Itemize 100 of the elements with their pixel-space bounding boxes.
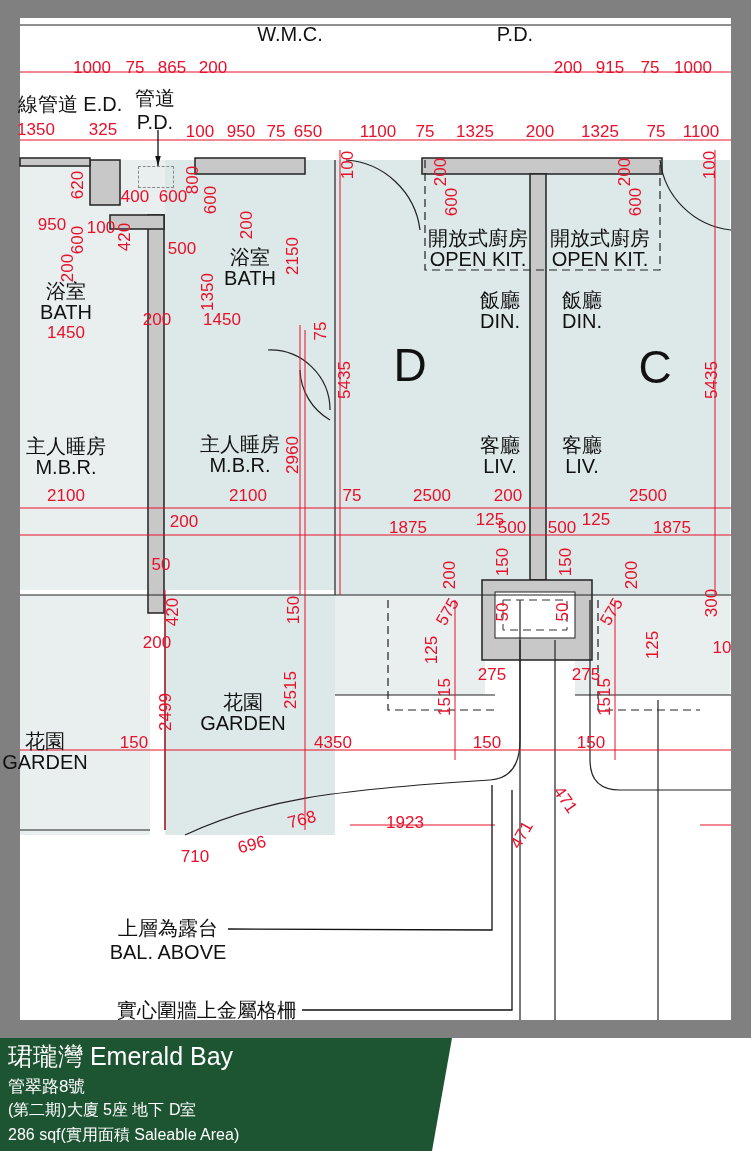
dimension-text: 200 bbox=[493, 487, 523, 505]
dimension-text: 325 bbox=[88, 121, 118, 139]
dimension-text: 300 bbox=[703, 588, 721, 618]
dimension-text: 600 bbox=[202, 185, 220, 215]
dimension-text: 200 bbox=[432, 157, 450, 187]
dimension-text: 696 bbox=[236, 832, 268, 858]
dimension-text: 620 bbox=[69, 170, 87, 200]
dimension-text: 75 bbox=[646, 123, 666, 141]
dimension-text: 100 bbox=[185, 123, 215, 141]
dimension-text: 471 bbox=[549, 783, 581, 817]
dimension-text: 275 bbox=[477, 666, 507, 684]
dimension-text: 200 bbox=[616, 157, 634, 187]
dimension-text: 471 bbox=[507, 818, 537, 852]
dimension-text: 1100 bbox=[682, 123, 720, 141]
dimension-text: 2100 bbox=[47, 487, 85, 505]
dimension-text: 100 bbox=[701, 150, 719, 180]
dimension-text: 50 bbox=[554, 602, 572, 622]
leader-text: 上層為露台 BAL. ABOVE bbox=[108, 916, 228, 966]
dimension-text: 1875 bbox=[389, 519, 427, 537]
dimension-text: 710 bbox=[180, 848, 210, 866]
room-label: 飯廳 DIN. bbox=[479, 290, 521, 332]
dimension-text: 1350 bbox=[17, 121, 55, 139]
dimension-text: 600 bbox=[443, 187, 461, 217]
room-label: 開放式廚房 OPEN KIT. bbox=[427, 228, 529, 270]
dimension-text: 10 bbox=[712, 639, 732, 657]
room-label: P.D. bbox=[496, 23, 534, 45]
dimension-text: 500 bbox=[547, 519, 577, 537]
room-label: 主人睡房 M.B.R. bbox=[25, 436, 107, 478]
leader-line bbox=[227, 784, 493, 931]
dimension-text: 150 bbox=[494, 547, 512, 577]
dimension-text: 200 bbox=[623, 560, 641, 590]
room-label: 浴室 BATH bbox=[39, 281, 93, 323]
dimension-text: 75 bbox=[125, 59, 145, 77]
dimension-text: 200 bbox=[525, 123, 555, 141]
dimension-text: 1325 bbox=[456, 123, 494, 141]
leader-line bbox=[301, 789, 513, 1011]
dimension-text: 75 bbox=[415, 123, 435, 141]
dimension-text: 500 bbox=[167, 240, 197, 258]
dimension-text: 950 bbox=[37, 216, 67, 234]
room-label: 線管道 E.D. bbox=[17, 93, 123, 115]
dimension-text: 575 bbox=[597, 595, 627, 629]
dimension-text: 200 bbox=[169, 513, 199, 531]
dimension-text: 150 bbox=[472, 734, 502, 752]
pipe-duct bbox=[138, 166, 174, 188]
unit-letter: C bbox=[638, 342, 672, 392]
dimension-text: 5435 bbox=[336, 361, 354, 399]
dimension-text: 2150 bbox=[284, 237, 302, 275]
dimension-text: 150 bbox=[285, 595, 303, 625]
dimension-text: 1450 bbox=[47, 324, 85, 342]
dimension-text: 1325 bbox=[581, 123, 619, 141]
room-label: 客廳 LIV. bbox=[561, 435, 603, 477]
address-text: 管翠路8號 bbox=[8, 1076, 86, 1098]
dimension-text: 75 bbox=[640, 59, 660, 77]
dimension-text: 125 bbox=[423, 635, 441, 665]
dimension-text: 768 bbox=[286, 807, 318, 833]
dimension-text: 575 bbox=[433, 595, 463, 629]
dimension-text: 5435 bbox=[703, 361, 721, 399]
room-label: 主人睡房 M.B.R. bbox=[199, 434, 281, 476]
dimension-text: 600 bbox=[627, 187, 645, 217]
room-label: 飯廳 DIN. bbox=[561, 290, 603, 332]
duct-label: 管道 P.D. bbox=[125, 86, 185, 130]
dimension-text: 950 bbox=[226, 123, 256, 141]
room-label: 開放式廚房 OPEN KIT. bbox=[549, 228, 651, 270]
dimension-text: 125 bbox=[644, 630, 662, 660]
dimension-text: 200 bbox=[198, 59, 228, 77]
dimension-text: 420 bbox=[116, 222, 134, 252]
dimension-text: 100 bbox=[339, 150, 357, 180]
dimension-text: 1450 bbox=[203, 311, 241, 329]
dimension-text: 200 bbox=[441, 560, 459, 590]
dimension-text: 865 bbox=[157, 59, 187, 77]
dimension-text: 2500 bbox=[629, 487, 667, 505]
dimension-text: 2500 bbox=[413, 487, 451, 505]
dimension-text: 4350 bbox=[314, 734, 352, 752]
dimension-text: 2515 bbox=[282, 671, 300, 709]
dimension-text: 1100 bbox=[359, 123, 397, 141]
unit-letter: D bbox=[393, 340, 427, 390]
dimension-text: 50 bbox=[494, 602, 512, 622]
title: 珺瓏灣 Emerald Bay bbox=[8, 1041, 234, 1072]
dimension-text: 75 bbox=[266, 123, 286, 141]
dimension-text: 100 bbox=[86, 219, 116, 237]
address-text: (第二期)大廈 5座 地下 D室 bbox=[8, 1100, 197, 1120]
dimension-text: 1350 bbox=[199, 273, 217, 311]
dimension-text: 2100 bbox=[229, 487, 267, 505]
dimension-text: 200 bbox=[238, 210, 256, 240]
dimension-text: 1000 bbox=[674, 59, 712, 77]
dimension-text: 200 bbox=[553, 59, 583, 77]
dimension-text: 1875 bbox=[653, 519, 691, 537]
dimension-text: 1515 bbox=[436, 678, 454, 716]
dimension-text: 75 bbox=[312, 321, 330, 341]
dimension-text: 1923 bbox=[386, 814, 424, 832]
dimension-text: 400 bbox=[120, 188, 150, 206]
room-label: 浴室 BATH bbox=[223, 247, 277, 289]
arrow bbox=[155, 129, 161, 167]
dimension-text: 2960 bbox=[284, 436, 302, 474]
dimension-text: 150 bbox=[557, 547, 575, 577]
dimension-text: 75 bbox=[342, 487, 362, 505]
dimension-text: 1000 bbox=[73, 59, 111, 77]
room-label: 花園 GARDEN bbox=[1, 731, 89, 773]
leader-text: 實心圍牆上金屬格柵 bbox=[112, 998, 302, 1022]
dimension-text: 420 bbox=[164, 597, 182, 627]
